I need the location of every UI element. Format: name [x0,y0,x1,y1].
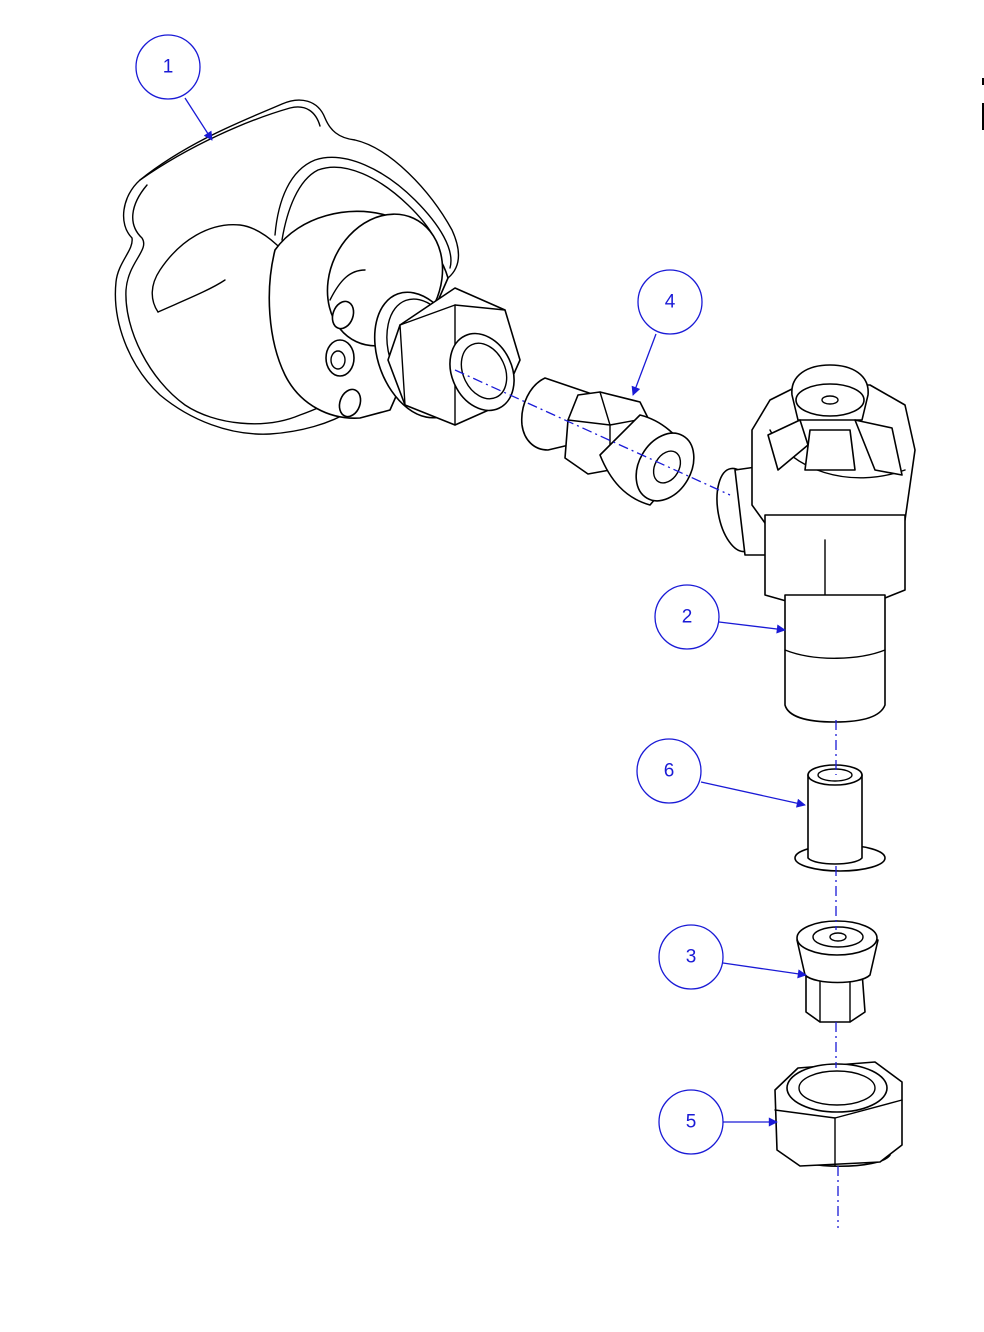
centerlines [454,369,839,1228]
balloon-label-6: 6 [664,761,675,782]
part-4-hex-nipple [520,377,695,506]
part-3-nozzle-tip [796,920,879,1023]
part-6-insert [794,764,886,872]
balloon-3: 3 [658,924,807,990]
balloon-circle-5 [658,1089,724,1155]
leader-arrow-1 [184,97,213,141]
balloon-4: 4 [631,269,703,396]
balloon-circle-4 [637,269,703,335]
balloon-label-5: 5 [686,1112,697,1133]
part-5-cap-nut [774,1061,903,1167]
leader-arrow-2 [718,621,786,634]
balloon-6: 6 [636,738,806,808]
part-2-tee-body [716,364,916,723]
balloon-circle-2 [654,584,720,650]
balloon-circle-3 [658,924,724,990]
leader-arrow-4 [631,333,657,396]
balloon-5: 5 [658,1089,778,1155]
balloon-annotations: 1 4 2 6 3 5 [135,34,807,1155]
part-1-clip-body [114,99,521,435]
balloon-label-4: 4 [665,292,676,313]
leader-arrow-6 [700,781,806,808]
balloon-1: 1 [135,34,213,141]
balloon-label-2: 2 [682,607,693,628]
leader-arrow-3 [722,962,807,979]
balloon-circle-1 [135,34,201,100]
balloon-2: 2 [654,584,786,650]
balloon-label-1: 1 [163,57,174,78]
balloon-label-3: 3 [686,947,697,968]
balloon-circle-6 [636,738,702,804]
